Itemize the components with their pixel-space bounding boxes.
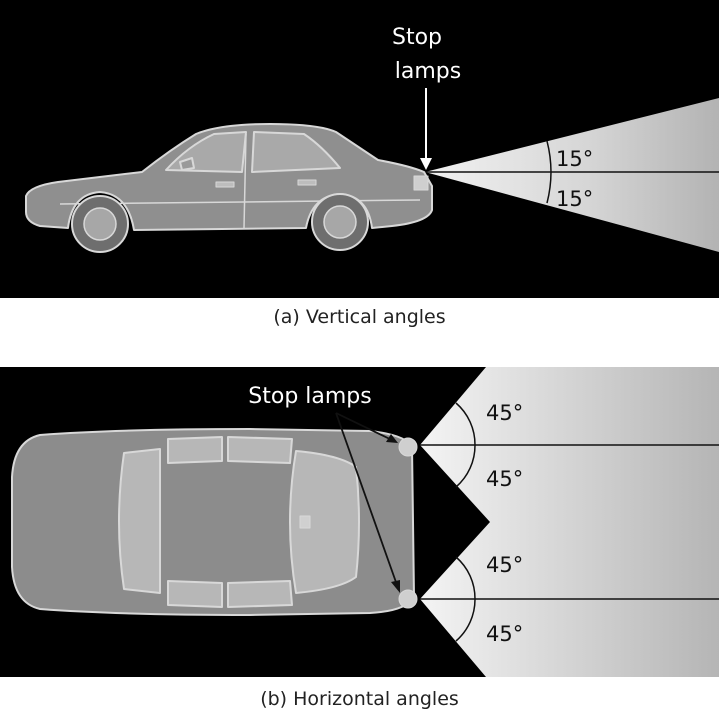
car-side-view — [25, 123, 433, 253]
angle-arc-1 — [455, 402, 476, 446]
door-handle-front — [297, 179, 317, 186]
angle-label-1: 45° — [486, 401, 523, 425]
callout-arrow-lower-shaft — [335, 412, 398, 586]
window-bottom-front — [227, 580, 293, 608]
angle-label-upper: 15° — [556, 147, 593, 171]
window-top-front — [227, 436, 293, 464]
door-seam — [243, 133, 247, 229]
car-top-view — [11, 428, 418, 616]
callout-arrow-lower-head — [391, 580, 400, 593]
angle-arc-lower — [546, 171, 552, 204]
angle-arc-3 — [455, 556, 476, 600]
callout-arrow-upper-head — [386, 434, 398, 443]
door-handle-rear — [215, 181, 235, 188]
vertical-angles-diagram: 15° 15° Stop lamps — [25, 25, 719, 253]
rear-hubcap — [83, 207, 117, 241]
stop-lamp-side — [413, 175, 429, 191]
stop-lamps-callout-line1: Stop — [392, 25, 442, 50]
mirror — [179, 157, 195, 171]
angle-label-2: 45° — [486, 467, 523, 491]
window-bottom-rear — [167, 580, 223, 608]
stop-lamp-lower — [398, 589, 418, 609]
window-top-rear — [167, 436, 223, 464]
stop-lamps-callout: Stop lamps — [248, 384, 371, 409]
horizontal-angles-diagram: 45° 45° 45° 45° Stop lamps — [11, 367, 719, 677]
caption-vertical-angles: (a) Vertical angles — [273, 306, 446, 328]
angle-label-4: 45° — [486, 622, 523, 646]
caption-horizontal-angles: (b) Horizontal angles — [260, 688, 459, 710]
vertical-angles-panel: 15° 15° Stop lamps — [0, 0, 719, 298]
front-hubcap — [323, 205, 357, 239]
stop-lamp-upper — [398, 437, 418, 457]
front-windshield — [289, 450, 360, 594]
vertical-light-beam — [425, 98, 719, 252]
angle-arc-2 — [455, 444, 476, 488]
callout-arrow-upper-shaft — [335, 412, 395, 442]
horizontal-angles-panel: 45° 45° 45° 45° Stop lamps — [0, 367, 719, 677]
angle-label-3: 45° — [486, 553, 523, 577]
angle-label-lower: 15° — [556, 187, 593, 211]
angle-arc-upper — [546, 140, 552, 173]
rear-windshield — [118, 448, 161, 594]
rear-view-mirror — [299, 515, 311, 529]
front-window — [251, 131, 341, 173]
stop-lamps-callout-line2: lamps — [395, 59, 461, 84]
callout-arrow-head — [420, 158, 432, 170]
angle-arc-4 — [455, 598, 476, 642]
